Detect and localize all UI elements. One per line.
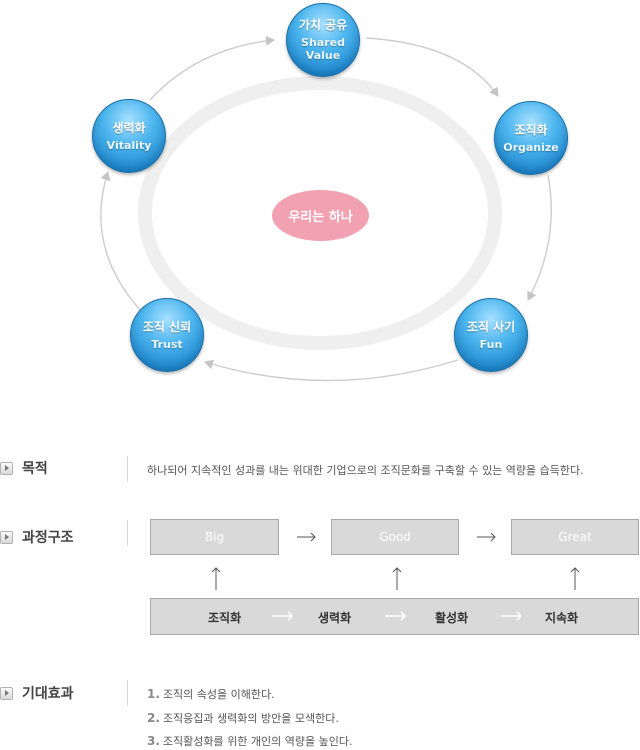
node-label-ko: 조직 신뢰: [142, 319, 192, 334]
section-effects-title: 기대효과: [0, 683, 74, 703]
node-vitality: 생력화 Vitality: [92, 99, 166, 173]
effect-item: 1.조직의 속성을 이해한다.: [147, 686, 275, 702]
arrow-right-icon: [297, 532, 316, 542]
divider: [127, 680, 128, 706]
node-shared-value: 가치 공유 Shared Value: [286, 3, 360, 77]
divider: [127, 520, 128, 546]
effect-text: 조직활성화를 위한 개인의 역량을 높인다.: [162, 735, 353, 748]
node-label-en: Shared: [301, 36, 345, 49]
outcome-box-big: Big: [150, 519, 279, 555]
node-label-en: Organize: [503, 140, 559, 154]
divider: [127, 456, 128, 482]
node-trust: 조직 신뢰 Trust: [130, 298, 204, 372]
outcome-box-great: Great: [511, 519, 639, 555]
arrow-trust-to-vitality: [100, 171, 141, 311]
section-label: 목적: [22, 461, 48, 477]
play-bullet-icon: [0, 530, 13, 544]
effect-number: 2.: [147, 711, 160, 725]
section-purpose-title: 목적: [0, 458, 48, 478]
node-label-ko: 조직화: [514, 122, 548, 137]
node-organize: 조직화 Organize: [494, 101, 568, 175]
arrow-organize-to-fun: [527, 174, 552, 301]
arrow-vitality-to-shared: [149, 35, 275, 101]
process-step: 활성화: [435, 611, 469, 625]
node-label-ko: 가치 공유: [298, 18, 348, 32]
cycle-diagram-lines: [100, 35, 552, 382]
inner-ring: [138, 76, 502, 350]
effect-text: 조직의 속성을 이해한다.: [162, 688, 275, 701]
outcome-box-good: Good: [331, 519, 459, 555]
node-label-ko: 조직 사기: [466, 319, 516, 334]
node-label-en: Fun: [479, 337, 503, 351]
process-step: 지속화: [545, 611, 579, 625]
effect-item: 3.조직활성화를 위한 개인의 역량을 높인다.: [147, 733, 352, 749]
process-step: 생력화: [318, 611, 352, 625]
arrow-shared-to-organize: [365, 37, 499, 97]
node-label-en: Value: [305, 49, 341, 62]
effect-number: 1.: [147, 687, 160, 701]
center-oval: 우리는 하나: [272, 190, 369, 241]
purpose-text: 하나되어 지속적인 성과를 내는 위대한 기업으로의 조직문화를 구축할 수 있…: [147, 464, 584, 477]
node-label-en: Trust: [151, 337, 183, 351]
node-label-ko: 생력화: [112, 120, 146, 135]
arrow-up-icon: [570, 567, 580, 590]
arrow-up-icon: [392, 567, 402, 590]
section-label: 과정구조: [22, 530, 74, 546]
section-process-title: 과정구조: [0, 527, 74, 547]
effect-item: 2.조직응집과 생력화의 방안을 모색한다.: [147, 710, 339, 726]
effect-number: 3.: [147, 734, 160, 748]
node-label-en: Vitality: [106, 138, 152, 152]
process-step: 조직화: [208, 611, 242, 625]
node-fun: 조직 사기 Fun: [454, 298, 528, 372]
play-bullet-icon: [0, 461, 13, 475]
arrow-up-icon: [211, 567, 221, 590]
section-label: 기대효과: [22, 686, 74, 702]
effect-text: 조직응집과 생력화의 방안을 모색한다.: [162, 712, 339, 725]
arrow-fun-to-trust: [204, 359, 459, 382]
play-bullet-icon: [0, 686, 13, 700]
arrow-right-icon: [477, 532, 496, 542]
